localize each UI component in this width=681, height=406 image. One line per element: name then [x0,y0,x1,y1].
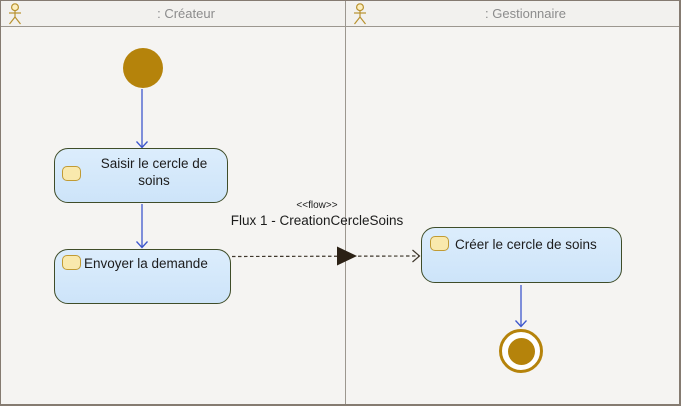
action-label: Envoyer la demande [84,256,208,271]
swimlane-createur: : Créateur [1,1,346,404]
actor-icon [1,2,27,25]
lane-header-gestionnaire[interactable]: : Gestionnaire [346,1,679,27]
action-envoyer-la-demande[interactable]: Envoyer la demande [54,249,231,304]
lane-header-createur[interactable]: : Créateur [1,1,345,27]
flow-stereotype: <<flow>> [296,200,338,211]
action-label: Créer le cercle de soins [455,237,597,252]
activity-final-node[interactable] [499,329,543,373]
action-icon [62,166,81,181]
swimlane-gestionnaire: : Gestionnaire [346,1,679,404]
action-saisir-le-cercle-de-soins[interactable]: Saisir le cercle de soins [54,148,228,203]
actor-icon [346,2,372,25]
action-creer-le-cercle-de-soins[interactable]: Créer le cercle de soins [421,227,622,283]
lane-title-gestionnaire: : Gestionnaire [485,6,566,21]
initial-node[interactable] [123,48,163,88]
flow-edge-label[interactable]: <<flow>> Flux 1 - CreationCercleSoins [207,200,427,229]
action-icon [62,255,81,270]
flow-name: Flux 1 - CreationCercleSoins [230,213,404,228]
lane-title-createur: : Créateur [157,6,215,21]
activity-final-node-inner [507,337,535,365]
action-icon [430,236,449,251]
action-label: Saisir le cercle de soins [100,156,208,188]
